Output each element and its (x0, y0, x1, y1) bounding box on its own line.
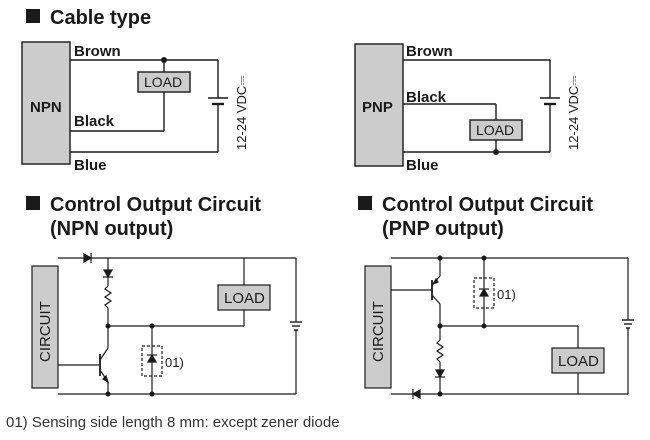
npn-zener-dashed-box (141, 345, 163, 377)
npn-node-dot (149, 323, 155, 329)
pnp-circuit-box (364, 265, 392, 389)
pnp-brown-label: Brown (406, 43, 453, 60)
pnp-black-label: Black (406, 89, 447, 106)
pnp-load-box (469, 119, 523, 141)
pnp-circuit-label: CIRCUIT (370, 301, 387, 362)
pnp-supply-label: 12-24 VDC⎓ (566, 75, 581, 150)
pnp-cable-diagram (354, 43, 560, 167)
heading-square-icon (358, 196, 372, 210)
pnp-node-dot (437, 255, 443, 261)
pnp-circuit-subtitle: (PNP output) (382, 218, 504, 240)
npn-circuit-load-box (217, 284, 271, 311)
pnp-load-label: LOAD (476, 122, 514, 138)
npn-node-dot (149, 391, 155, 397)
cable-type-heading: Cable type (26, 6, 151, 30)
npn-black-label: Black (74, 113, 115, 130)
npn-junction-dot (161, 57, 167, 63)
cable-type-title: Cable type (50, 7, 152, 29)
pnp-circuit-title: Control Output Circuit (382, 194, 594, 216)
npn-load-label: LOAD (144, 74, 182, 90)
pnp-note-ref: 01) (497, 287, 516, 302)
pnp-node-dot (481, 255, 487, 261)
pnp-label: PNP (362, 99, 393, 116)
pnp-node-dot (481, 323, 487, 329)
pnp-circuit-load-label: LOAD (558, 353, 599, 370)
heading-square-icon (26, 196, 40, 210)
npn-output-circuit (31, 252, 302, 395)
pnp-node-dot (437, 323, 443, 329)
heading-square-icon (26, 9, 40, 23)
npn-sensor-box (21, 41, 71, 165)
pnp-junction-dot (493, 149, 499, 155)
npn-circuit-heading: Control Output Circuit (NPN output) (26, 193, 261, 241)
pnp-zener-dashed-box (473, 277, 495, 309)
npn-cable-diagram (21, 41, 228, 165)
npn-circuit-subtitle: (NPN output) (50, 218, 174, 240)
footnote: 01) Sensing side length 8 mm: except zen… (6, 414, 340, 431)
npn-circuit-load-label: LOAD (224, 290, 265, 307)
pnp-node-dot (437, 391, 443, 397)
pnp-circuit-load-box (551, 347, 605, 374)
npn-label: NPN (30, 99, 62, 116)
npn-circuit-label: CIRCUIT (37, 301, 54, 362)
npn-note-ref: 01) (165, 355, 184, 370)
npn-load-box (137, 71, 191, 93)
npn-node-dot (105, 391, 111, 397)
npn-circuit-title: Control Output Circuit (50, 194, 262, 216)
npn-circuit-box (31, 265, 59, 389)
pnp-sensor-box (354, 43, 404, 167)
npn-blue-label: Blue (74, 157, 107, 174)
npn-supply-label: 12-24 VDC⎓ (234, 75, 249, 150)
pnp-circuit-heading: Control Output Circuit (PNP output) (358, 193, 593, 241)
pnp-blue-label: Blue (406, 157, 439, 174)
pnp-output-circuit (364, 257, 634, 400)
npn-node-dot (105, 323, 111, 329)
npn-brown-label: Brown (74, 43, 121, 60)
